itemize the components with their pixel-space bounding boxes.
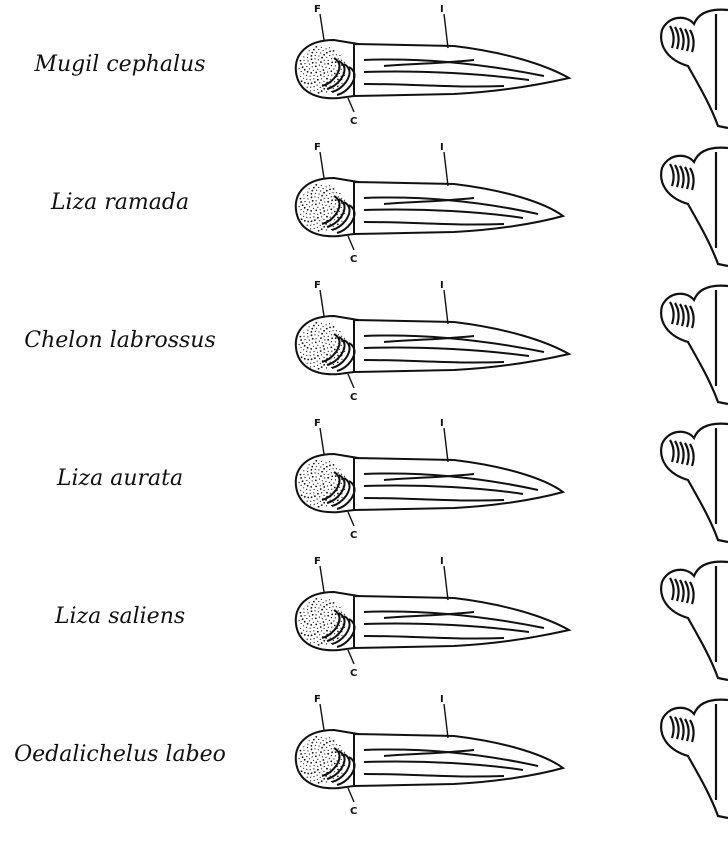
digestive-tract-drawing: F I C <box>284 138 584 268</box>
species-name: Liza ramada <box>0 190 240 215</box>
label-top-left: F <box>314 4 321 15</box>
label-bottom: C <box>350 254 357 265</box>
detail-drawing <box>638 138 728 268</box>
label-top-right: I <box>440 556 444 567</box>
species-row: Chelon labrossus F I C <box>0 276 728 418</box>
label-bottom: C <box>350 392 357 403</box>
label-top-right: I <box>440 4 444 15</box>
label-top-left: F <box>314 694 321 705</box>
label-top-left: F <box>314 280 321 291</box>
label-top-right: I <box>440 418 444 429</box>
label-bottom: C <box>350 806 357 817</box>
species-name: Liza aurata <box>0 466 240 491</box>
digestive-tract-drawing: F I C <box>284 0 584 130</box>
label-top-right: I <box>440 694 444 705</box>
species-name: Liza saliens <box>0 604 240 629</box>
species-row: Liza ramada F I C <box>0 138 728 280</box>
species-name: Oedalichelus labeo <box>0 742 240 767</box>
species-row: Liza aurata F I C <box>0 414 728 556</box>
digestive-tract-drawing: F I C <box>284 276 584 406</box>
digestive-tract-drawing: F I C <box>284 552 584 682</box>
label-top-left: F <box>314 418 321 429</box>
species-row: Liza saliens F I C <box>0 552 728 694</box>
detail-drawing <box>638 276 728 406</box>
label-top-left: F <box>314 142 321 153</box>
label-top-right: I <box>440 142 444 153</box>
detail-drawing <box>638 690 728 820</box>
detail-drawing <box>638 0 728 130</box>
detail-drawing <box>638 414 728 544</box>
species-row: Mugil cephalus F I C <box>0 0 728 142</box>
label-bottom: C <box>350 116 357 127</box>
species-row: Oedalichelus labeo F I C <box>0 690 728 832</box>
label-top-left: F <box>314 556 321 567</box>
label-top-right: I <box>440 280 444 291</box>
species-name: Chelon labrossus <box>0 328 240 353</box>
digestive-tract-drawing: F I C <box>284 414 584 544</box>
digestive-tract-drawing: F I C <box>284 690 584 820</box>
detail-drawing <box>638 552 728 682</box>
species-name: Mugil cephalus <box>0 52 240 77</box>
label-bottom: C <box>350 530 357 541</box>
label-bottom: C <box>350 668 357 679</box>
